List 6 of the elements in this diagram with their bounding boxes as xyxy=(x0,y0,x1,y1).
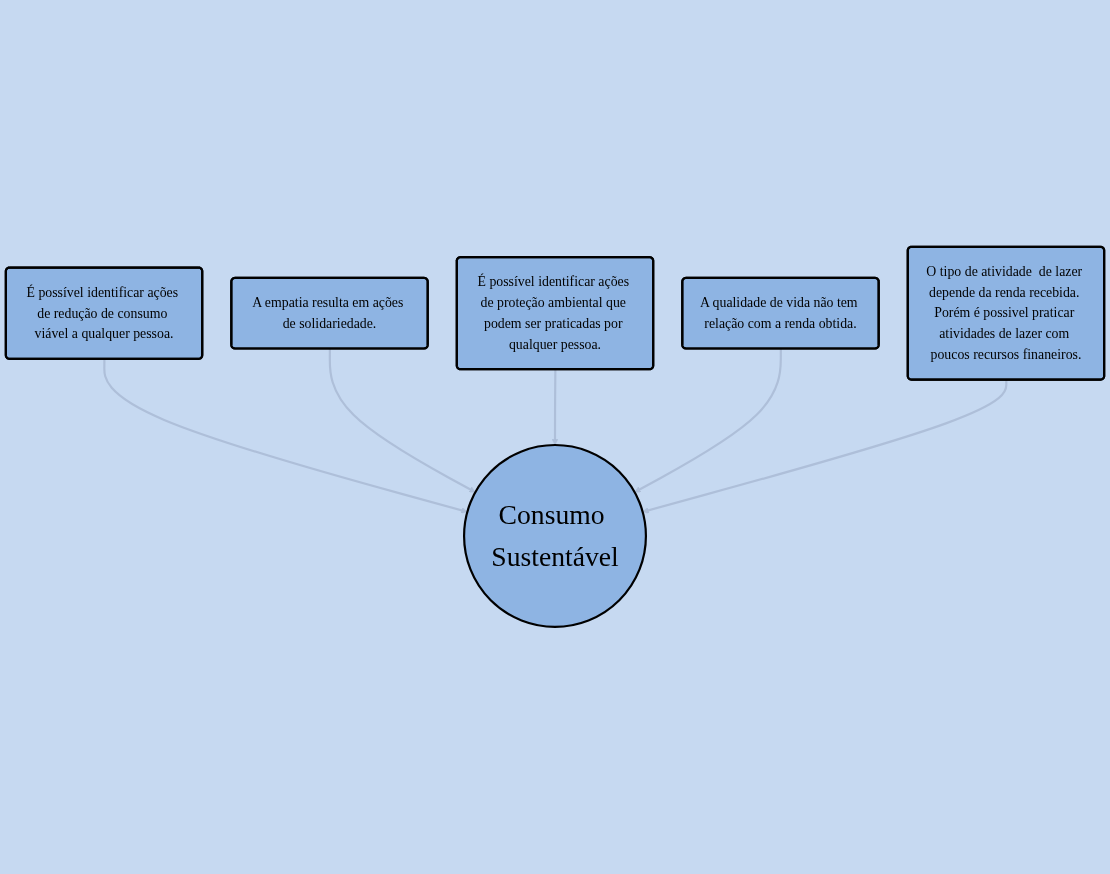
arrow xyxy=(103,359,468,514)
arrow xyxy=(328,349,476,493)
arrow xyxy=(642,380,1008,514)
node-circle: Consumo Sustentável xyxy=(463,444,647,629)
arrow xyxy=(634,349,782,493)
arrow xyxy=(551,369,559,446)
